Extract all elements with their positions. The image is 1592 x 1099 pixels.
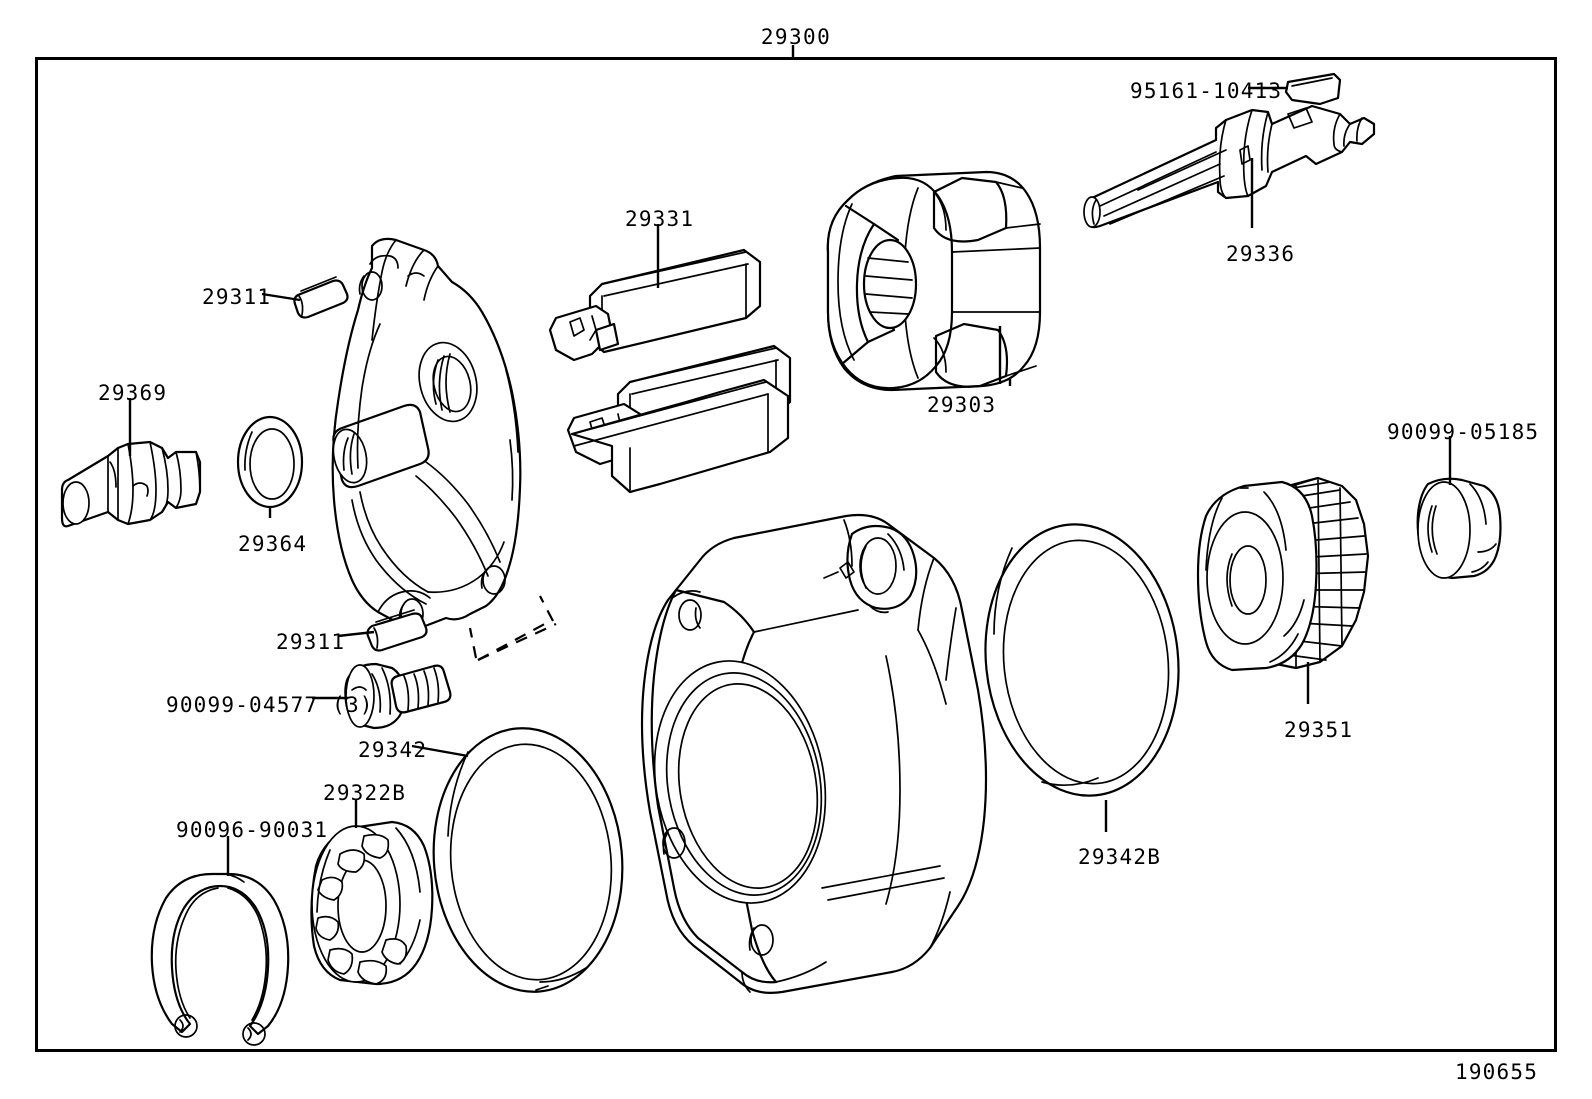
label-29303: 29303	[927, 393, 997, 417]
label-29364: 29364	[238, 532, 308, 556]
figure-id-label: 190655	[1455, 1060, 1539, 1084]
label-29369: 29369	[98, 381, 168, 405]
label-29331: 29331	[625, 207, 695, 231]
label-29342B: 29342B	[1078, 845, 1162, 869]
assembly-number-label: 29300	[760, 25, 832, 49]
label-90099-04577: 90099-04577 (3)	[166, 693, 374, 717]
label-95161-10413: 95161-10413	[1130, 79, 1283, 103]
label-29311-lower: 29311	[276, 630, 346, 654]
label-90096-90031: 90096-90031	[176, 818, 329, 842]
label-29342: 29342	[358, 738, 428, 762]
label-29336: 29336	[1226, 242, 1296, 266]
label-29322B: 29322B	[323, 781, 407, 805]
label-29311-upper: 29311	[202, 285, 272, 309]
label-90099-05185: 90099-05185	[1387, 420, 1540, 444]
label-29351: 29351	[1284, 718, 1354, 742]
